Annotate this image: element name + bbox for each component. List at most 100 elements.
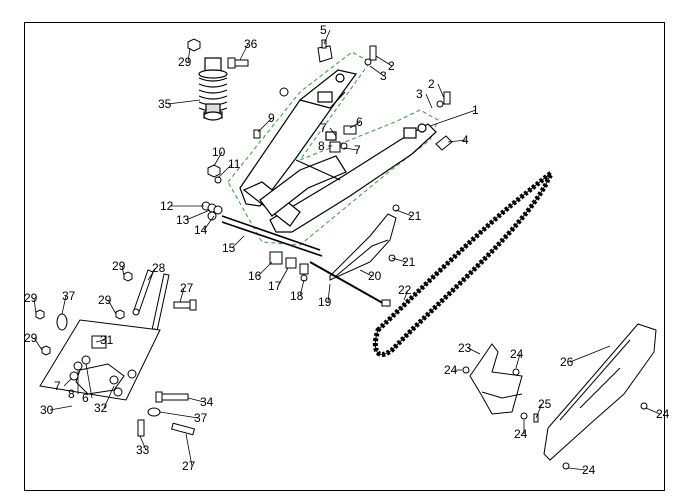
leader-line-c20 <box>359 269 373 277</box>
callout-label-c24c: 24 <box>514 427 528 441</box>
callout-label-c21a: 21 <box>408 209 422 223</box>
washer-37-left <box>56 313 68 331</box>
callout-label-c3b: 3 <box>416 87 423 101</box>
callout-label-c29d: 29 <box>24 291 38 305</box>
callout-label-c18: 18 <box>290 289 304 303</box>
callout-label-c12: 12 <box>160 199 174 213</box>
callout-label-c19: 19 <box>318 295 332 309</box>
swing-arm-dashed-outline <box>227 51 439 246</box>
mud-guard-23 <box>469 343 523 415</box>
callout-label-c16: 16 <box>248 269 262 283</box>
callout-label-c37a: 37 <box>62 289 76 303</box>
bolt-9 <box>253 87 289 139</box>
leader-line-c7a <box>329 127 337 137</box>
callout-label-c3a: 3 <box>380 69 387 83</box>
callout-label-c35: 35 <box>158 97 172 111</box>
callout-label-c10: 10 <box>212 145 226 159</box>
callout-label-c25: 25 <box>538 397 552 411</box>
callout-label-c28: 28 <box>152 261 166 275</box>
callout-label-c15: 15 <box>222 241 236 255</box>
callout-label-c31: 31 <box>100 333 114 347</box>
callout-leader-lines <box>33 29 661 471</box>
callout-label-c7c: 7 <box>54 379 61 393</box>
leader-line-c24d <box>645 407 661 415</box>
leader-line-c14 <box>203 215 215 231</box>
leader-line-c2a <box>375 55 393 67</box>
leader-line-c29b <box>121 265 125 277</box>
leader-line-c3a <box>369 65 385 77</box>
callout-label-c5: 5 <box>320 23 327 37</box>
leader-line-c24a <box>515 353 521 369</box>
callout-label-c21b: 21 <box>402 255 416 269</box>
leader-line-c18 <box>299 279 305 297</box>
callout-label-c17: 17 <box>268 279 282 293</box>
leader-line-c24e <box>567 467 587 471</box>
callout-label-c37b: 37 <box>194 411 208 425</box>
callout-label-c2b: 2 <box>428 77 435 91</box>
leader-line-c29e <box>33 337 43 351</box>
leader-line-c16 <box>257 261 273 277</box>
leader-line-c7b <box>343 147 359 151</box>
callout-label-c27a: 27 <box>180 281 194 295</box>
leader-line-c19 <box>327 283 331 303</box>
axle-19 <box>309 261 391 307</box>
drive-chain <box>372 171 554 357</box>
leader-line-c31 <box>95 339 105 343</box>
callout-label-c22: 22 <box>398 283 412 297</box>
leader-line-c9 <box>257 117 273 133</box>
callout-label-c30: 30 <box>40 403 54 417</box>
leader-line-c21b <box>391 257 407 263</box>
leader-line-c36 <box>239 43 249 61</box>
bushings-6-7-8 <box>329 125 357 153</box>
shock-absorber <box>198 57 228 121</box>
callout-label-c6b: 6 <box>82 391 89 405</box>
adjuster-block-4 <box>435 135 453 151</box>
leader-line-c33 <box>139 435 147 451</box>
leader-line-c22 <box>403 289 409 301</box>
callout-label-c32: 32 <box>94 401 108 415</box>
callout-label-c6: 6 <box>356 115 363 129</box>
leader-line-c29d <box>33 297 37 315</box>
shock-bolt-36 <box>227 57 249 69</box>
chain-guide-20 <box>329 204 400 281</box>
callout-label-c13: 13 <box>176 213 190 227</box>
leader-line-c37a <box>61 295 67 315</box>
bolt-2-top <box>364 45 377 66</box>
linkage-arms-28 <box>132 269 170 336</box>
leader-line-c28 <box>147 267 157 281</box>
leader-line-c25 <box>535 403 543 419</box>
nuts-29 <box>35 271 133 356</box>
adjuster-block-5 <box>317 39 333 63</box>
leader-line-c2b <box>437 83 445 99</box>
callout-label-c34: 34 <box>200 395 214 409</box>
bolt-33 <box>137 419 145 437</box>
leader-line-c37b <box>159 411 199 419</box>
callout-label-c24a: 24 <box>510 347 524 361</box>
leader-line-c27a <box>179 287 185 303</box>
leader-line-c26 <box>569 345 611 363</box>
nut-29-top <box>187 38 201 52</box>
callout-label-c8a: 8 <box>318 139 325 153</box>
leader-line-c34 <box>187 397 205 403</box>
leader-line-c10 <box>213 151 223 167</box>
callout-label-c29e: 29 <box>24 331 38 345</box>
leader-line-c1 <box>429 109 477 127</box>
callout-label-c7a: 7 <box>320 121 327 135</box>
callout-label-c24b: 24 <box>444 363 458 377</box>
callout-label-c1: 1 <box>472 103 479 117</box>
leader-line-c4 <box>447 139 467 143</box>
callout-label-c2a: 2 <box>388 59 395 73</box>
leader-line-c32 <box>103 385 115 409</box>
callout-label-c7b: 7 <box>354 143 361 157</box>
callout-label-c23: 23 <box>458 341 472 355</box>
callout-label-c8b: 8 <box>68 387 75 401</box>
leader-line-c29a <box>187 47 191 63</box>
bolt-34 <box>155 391 189 403</box>
callout-label-c20: 20 <box>368 269 382 283</box>
leader-line-c29c <box>107 299 117 315</box>
leader-line-c15 <box>231 235 245 249</box>
bolt-27-upper <box>173 299 197 311</box>
leader-line-c35 <box>167 99 201 105</box>
callout-label-c33: 33 <box>136 443 150 457</box>
